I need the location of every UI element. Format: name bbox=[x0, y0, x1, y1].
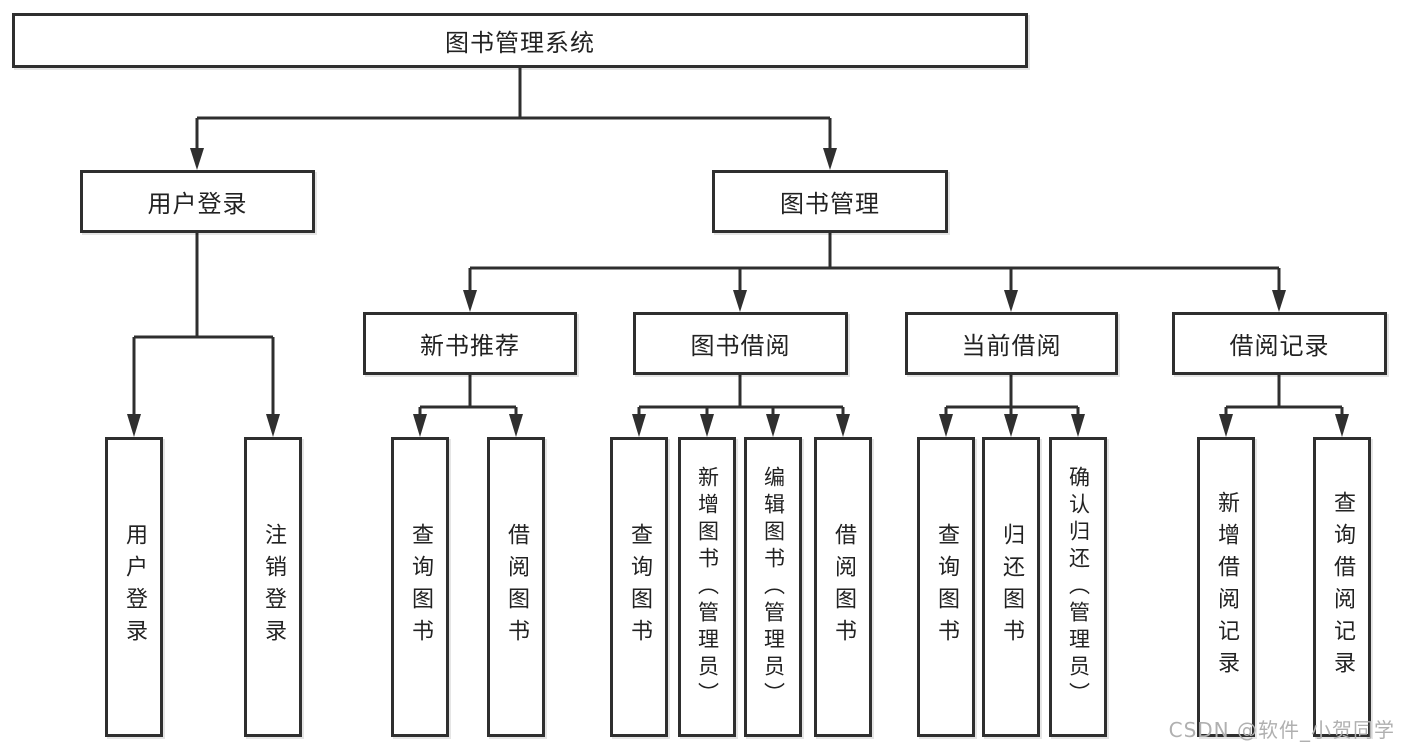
edge-bookmgmt-to-level3 bbox=[468, 233, 1281, 294]
leaf-query-books-current: 查询图书 bbox=[917, 437, 975, 737]
node-label: 新书推荐 bbox=[420, 332, 520, 360]
node-book-management: 图书管理 bbox=[712, 170, 948, 233]
leaf-label: 注销登录 bbox=[261, 523, 286, 651]
leaf-add-books-admin: 新增图书（管理员） bbox=[678, 437, 736, 737]
edge-borrowing-to-leaves bbox=[637, 375, 845, 419]
edge-root-to-level2 bbox=[195, 68, 832, 152]
arrowheads bbox=[127, 148, 1349, 437]
node-label: 用户登录 bbox=[147, 190, 248, 218]
edge-newbook-to-leaves bbox=[418, 375, 518, 419]
leaf-label: 查询图书 bbox=[627, 523, 652, 651]
node-library-system: 图书管理系统 bbox=[12, 13, 1028, 68]
node-borrowing-records: 借阅记录 bbox=[1172, 312, 1387, 375]
leaf-label: 编辑图书（管理员） bbox=[761, 465, 786, 709]
leaf-label: 查询借阅记录 bbox=[1330, 491, 1355, 683]
edge-records-to-leaves bbox=[1224, 375, 1344, 419]
leaf-label: 确认归还（管理员） bbox=[1066, 465, 1091, 709]
leaf-query-borrow-record: 查询借阅记录 bbox=[1313, 437, 1371, 737]
leaf-query-books-borrowing: 查询图书 bbox=[610, 437, 668, 737]
node-label: 图书管理 bbox=[780, 190, 880, 218]
leaf-add-borrow-record: 新增借阅记录 bbox=[1197, 437, 1255, 737]
leaf-logout: 注销登录 bbox=[244, 437, 302, 737]
csdn-watermark: CSDN @软件_小贺同学 bbox=[1168, 718, 1395, 742]
leaf-user-login: 用户登录 bbox=[105, 437, 163, 737]
leaf-confirm-return-admin: 确认归还（管理员） bbox=[1049, 437, 1107, 737]
node-book-borrowing: 图书借阅 bbox=[633, 312, 848, 375]
leaf-edit-books-admin: 编辑图书（管理员） bbox=[744, 437, 802, 737]
edge-current-to-leaves bbox=[944, 375, 1080, 419]
node-current-borrowing: 当前借阅 bbox=[905, 312, 1118, 375]
node-label: 图书管理系统 bbox=[445, 29, 595, 57]
node-label: 借阅记录 bbox=[1229, 332, 1330, 360]
node-label: 当前借阅 bbox=[961, 332, 1062, 360]
leaf-borrow-books-recommend: 借阅图书 bbox=[487, 437, 545, 737]
leaf-label: 归还图书 bbox=[999, 523, 1024, 651]
leaf-label: 查询图书 bbox=[408, 523, 433, 651]
leaf-query-books-recommend: 查询图书 bbox=[391, 437, 449, 737]
node-new-book-recommend: 新书推荐 bbox=[363, 312, 577, 375]
leaf-borrow-books-borrowing: 借阅图书 bbox=[814, 437, 872, 737]
leaf-label: 查询图书 bbox=[934, 523, 959, 651]
leaf-label: 新增图书（管理员） bbox=[695, 465, 720, 709]
node-user-login: 用户登录 bbox=[80, 170, 315, 233]
leaf-label: 借阅图书 bbox=[504, 523, 529, 651]
leaf-label: 借阅图书 bbox=[831, 523, 856, 651]
leaf-return-books: 归还图书 bbox=[982, 437, 1040, 737]
leaf-label: 用户登录 bbox=[122, 523, 147, 651]
leaf-label: 新增借阅记录 bbox=[1214, 491, 1239, 683]
edge-userlogin-to-leaves bbox=[132, 233, 275, 419]
node-label: 图书借阅 bbox=[690, 332, 791, 360]
